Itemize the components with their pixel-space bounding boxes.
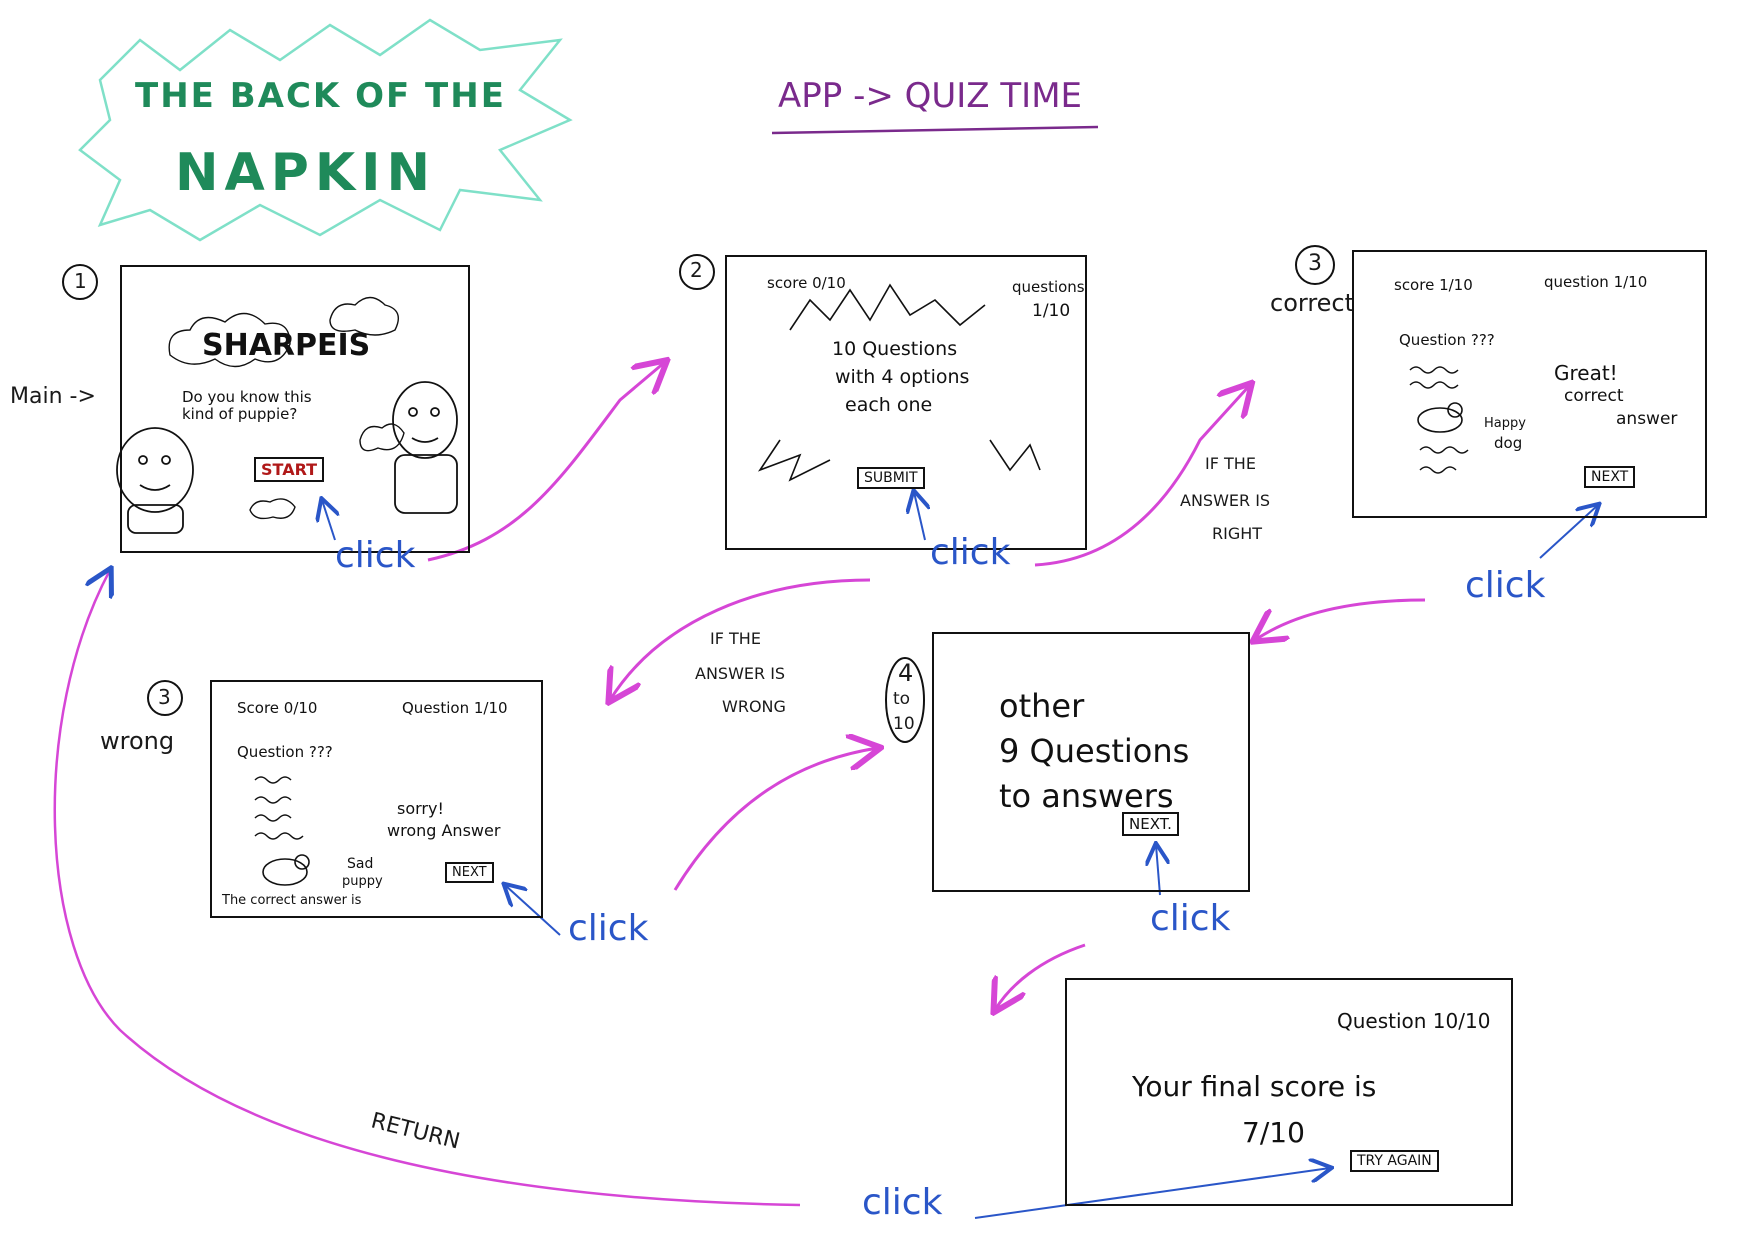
screen4-line3: to answers (999, 777, 1174, 815)
click-try-again: click (862, 1182, 943, 1223)
arrow-3wrong-to-4 (673, 748, 878, 891)
screen3w-feedback-1: sorry! (397, 799, 444, 818)
screen-final: Question 10/10 Your final score is 7/10 … (1065, 978, 1513, 1206)
if-right-line1: IF THE (1205, 454, 1256, 473)
step-circle-3-correct (1295, 245, 1335, 285)
step-number-10: 10 (893, 714, 915, 734)
screen-4-to-10: other 9 Questions to answers NEXT. (932, 632, 1250, 892)
step-circle-4-10 (885, 657, 925, 743)
screen3w-feedback-2: wrong Answer (387, 821, 501, 840)
step-number-3-wrong: 3 (158, 685, 171, 709)
title-underline (771, 125, 1099, 135)
arrow-return-to-1 (53, 570, 801, 1207)
wrong-label: wrong (100, 727, 175, 755)
screen-2-intro: score 0/10 questions 1/10 10 Questions w… (725, 255, 1087, 550)
try-again-button[interactable]: TRY AGAIN (1350, 1150, 1439, 1172)
screen2-questions-label: questions (1012, 278, 1085, 296)
final-line1: Your final score is (1132, 1070, 1377, 1103)
step-number-4: 4 (898, 659, 914, 687)
puppy-right-sketch (392, 381, 458, 514)
cloud-sketch (168, 296, 405, 520)
if-wrong-line1: IF THE (710, 629, 761, 648)
screen-3-correct: score 1/10 question 1/10 Question ??? Gr… (1352, 250, 1707, 518)
logo-line1: THE BACK OF THE (135, 76, 506, 116)
submit-button[interactable]: SUBMIT (857, 467, 925, 489)
screen3c-feedback-2: correct (1564, 386, 1624, 406)
screen3w-score: Score 0/10 (237, 699, 318, 717)
click-next-4: click (1150, 898, 1231, 939)
screen2-questions-value: 1/10 (1032, 301, 1071, 321)
screen3w-question: Question 1/10 (402, 699, 508, 717)
screen3c-prompt: Question ??? (1399, 331, 1495, 349)
screen3w-dog-1: Sad (347, 856, 374, 872)
next-button-4[interactable]: NEXT. (1122, 812, 1179, 836)
pointer-next-correct (1539, 505, 1598, 559)
pointer-tryagain (974, 1168, 1330, 1219)
arrow-4-to-final (995, 943, 1086, 1010)
arrow-3correct-to-4 (1255, 598, 1426, 640)
step-number-3-correct: 3 (1308, 251, 1322, 276)
burst-scribble (757, 283, 1041, 482)
screen3c-dog-1: Happy (1484, 416, 1526, 431)
arrow-2-to-3correct (1034, 385, 1250, 567)
screen-1-start: SHARPEIS Do you know this kind of puppie… (120, 265, 470, 553)
step-circle-3-wrong (147, 680, 183, 716)
screen3c-feedback-1: Great! (1554, 361, 1618, 385)
step-number-to: to (893, 689, 911, 709)
arrow-2-to-3wrong (610, 578, 871, 700)
arrow-1-to-2 (427, 362, 665, 562)
if-wrong-line3: WRONG (722, 697, 786, 716)
answers-scribble-correct (1409, 366, 1469, 474)
pointer-start (322, 500, 335, 541)
screen3w-correct-answer: The correct answer is (222, 893, 362, 908)
click-next-wrong: click (568, 908, 649, 949)
screen3w-prompt: Question ??? (237, 743, 333, 761)
screen3c-question: question 1/10 (1544, 273, 1648, 291)
page-title: APP -> QUIZ TIME (778, 76, 1083, 116)
next-button-correct[interactable]: NEXT (1584, 466, 1636, 488)
screen3c-feedback-3: answer (1616, 409, 1678, 429)
screen3w-dog-2: puppy (342, 874, 383, 889)
start-button[interactable]: START (254, 457, 325, 482)
screen1-title: SHARPEIS (202, 328, 371, 363)
screen3c-score: score 1/10 (1394, 276, 1473, 294)
final-question: Question 10/10 (1337, 1009, 1491, 1033)
main-label: Main -> (10, 384, 96, 409)
answers-scribble-wrong (254, 776, 304, 840)
screen-3-wrong: Score 0/10 Question 1/10 Question ??? so… (210, 680, 543, 918)
screen2-body-line2: with 4 options (835, 366, 970, 388)
happy-dog-sketch (1417, 402, 1463, 433)
screen2-score: score 0/10 (767, 274, 846, 292)
screen2-body-line3: each one (845, 394, 933, 416)
logo-line2: NAPKIN (175, 143, 437, 203)
step-number-1: 1 (74, 269, 87, 293)
pointer-next-4 (1156, 845, 1160, 896)
screen3c-dog-2: dog (1494, 434, 1523, 452)
pointer-next-wrong (505, 885, 561, 936)
correct-label: correct (1270, 289, 1355, 317)
if-wrong-line2: ANSWER IS (695, 664, 786, 683)
screen1-bubble: Do you know this kind of puppie? (182, 388, 312, 423)
step-circle-2 (679, 254, 715, 290)
sad-dog-sketch (262, 854, 310, 886)
click-submit: click (930, 532, 1011, 573)
step-number-2: 2 (690, 258, 703, 282)
if-right-line2: ANSWER IS (1180, 491, 1271, 510)
screen4-line1: other (999, 687, 1085, 725)
if-right-line3: RIGHT (1212, 524, 1263, 543)
final-score: 7/10 (1242, 1116, 1305, 1149)
puppy-left-sketch (116, 427, 194, 534)
click-start: click (335, 535, 416, 576)
screen4-line2: 9 Questions (999, 732, 1190, 770)
pointer-submit (914, 492, 925, 541)
screen2-body-line1: 10 Questions (832, 338, 958, 360)
step-circle-1 (62, 264, 98, 300)
click-next-correct: click (1465, 565, 1546, 606)
logo-scribble (78, 18, 573, 242)
next-button-wrong[interactable]: NEXT (445, 862, 494, 883)
